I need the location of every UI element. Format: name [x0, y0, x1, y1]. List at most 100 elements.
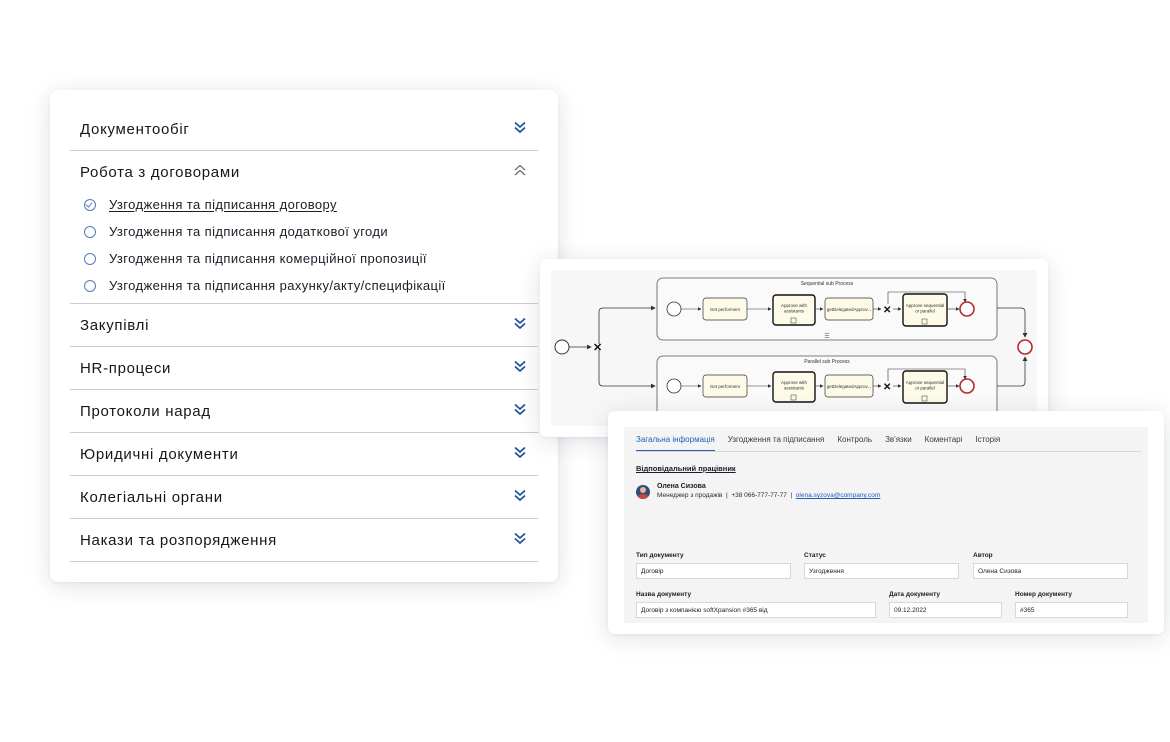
document-details-card: Загальна інформація Узгодження та підписа… [608, 411, 1164, 634]
accordion-header[interactable]: Протоколи нарад [70, 390, 538, 432]
person-email-link[interactable]: olena.syzova@company.com [795, 492, 881, 499]
accordion-header[interactable]: Робота з договорами [70, 151, 538, 193]
document-tabs: Загальна інформація Узгодження та підписа… [636, 435, 1141, 452]
start-event[interactable] [554, 339, 570, 355]
separator: | [790, 492, 793, 499]
person-contacts: Менеджер з продажів | +38 066-777-77-77 … [657, 492, 880, 499]
accordion-header[interactable]: Закупівлі [70, 304, 538, 346]
bpmn-task-label: getDelegatedApprov... [827, 307, 871, 312]
chevron-down-icon[interactable] [512, 487, 528, 508]
svg-text:☰: ☰ [824, 333, 829, 340]
document-tab[interactable]: Загальна інформація [636, 435, 715, 451]
person-name: Олена Сизова [657, 483, 706, 490]
accordion-item: Закупівлі [70, 304, 538, 347]
doc-type-label: Тип документу [636, 552, 684, 559]
doc-date-label: Дата документу [889, 591, 941, 598]
doc-number-field: Номер документу #365 [1015, 591, 1128, 618]
accordion-title: Юридичні документи [80, 445, 239, 463]
accordion-item: HR-процеси [70, 347, 538, 390]
accordion-item: Юридичні документи [70, 433, 538, 476]
doc-number-label: Номер документу [1015, 591, 1072, 598]
subprocess-label: Sequential sub Process [801, 281, 854, 287]
author-field: Автор Олена Сизова [973, 552, 1128, 579]
doc-date-input[interactable]: 09.12.2022 [889, 602, 1002, 618]
parallel-gateway[interactable]: ✕ [593, 342, 602, 354]
accordion-header[interactable]: Колегіальні органи [70, 476, 538, 518]
avatar[interactable] [636, 485, 650, 499]
accordion-item: Документообіг [70, 108, 538, 151]
accordion-header[interactable]: Юридичні документи [70, 433, 538, 475]
check-circle-icon[interactable] [84, 198, 96, 211]
subprocess-parallel[interactable]: Parallel sub Process Get performers Appr… [656, 355, 998, 419]
status-label: Статус [804, 552, 826, 559]
accordion-title: Закупівлі [80, 316, 150, 334]
radio-icon[interactable] [84, 279, 96, 292]
process-option[interactable]: Узгодження та підписання додаткової угод… [84, 218, 528, 245]
doc-type-input[interactable]: Договір [636, 563, 791, 579]
document-details-panel: Загальна інформація Узгодження та підписа… [624, 427, 1148, 623]
responsible-person: Олена Сизова Менеджер з продажів | +38 0… [636, 483, 880, 499]
radio-icon[interactable] [84, 225, 96, 238]
process-option-label: Узгодження та підписання комерційної про… [109, 251, 427, 266]
bpmn-canvas[interactable]: ✕ Sequential sub Process Get performers … [551, 270, 1037, 426]
accordion-header[interactable]: Накази та розпорядження [70, 519, 538, 561]
doc-name-input[interactable]: Договір з компанією softXpansion #365 ві… [636, 602, 876, 618]
accordion-item: Колегіальні органи [70, 476, 538, 519]
process-option-label: Узгодження та підписання додаткової угод… [109, 224, 389, 239]
chevron-down-icon[interactable] [512, 401, 528, 422]
accordion-title: Робота з договорами [80, 163, 240, 181]
document-tab[interactable]: Зв'язки [885, 435, 912, 444]
subprocess-sequential[interactable]: Sequential sub Process Get performers Ap… [656, 277, 998, 341]
chevron-down-icon[interactable] [512, 530, 528, 551]
document-tab[interactable]: Контроль [837, 435, 873, 444]
bpmn-task-label: getDelegatedApprov... [827, 384, 871, 389]
accordion-title: HR-процеси [80, 359, 172, 377]
process-option-label: Узгодження та підписання рахунку/акту/сп… [109, 278, 446, 293]
responsible-employee-title: Відповідальний працівник [636, 464, 736, 473]
document-tab[interactable]: Коментарі [924, 435, 963, 444]
accordion-title: Накази та розпорядження [80, 531, 277, 549]
process-option[interactable]: Узгодження та підписання договору [84, 191, 528, 218]
accordion-item: Протоколи нарад [70, 390, 538, 433]
svg-text:✕: ✕ [883, 382, 891, 393]
accordion-header[interactable]: HR-процеси [70, 347, 538, 389]
document-tab[interactable]: Узгодження та підписання [727, 435, 825, 444]
separator: | [726, 492, 728, 499]
status-field: Статус Узгодження [804, 552, 959, 579]
subprocess-label: Parallel sub Process [804, 359, 850, 365]
process-option[interactable]: Узгодження та підписання комерційної про… [84, 245, 528, 272]
bpmn-task-label: Get performers [710, 307, 741, 312]
chevron-down-icon[interactable] [512, 444, 528, 465]
accordion-title: Колегіальні органи [80, 488, 223, 506]
author-label: Автор [973, 552, 993, 559]
process-option[interactable]: Узгодження та підписання рахунку/акту/сп… [84, 272, 528, 299]
chevron-down-icon[interactable] [512, 315, 528, 336]
accordion-title: Протоколи нарад [80, 402, 211, 420]
bpmn-task-label: Get performers [710, 384, 741, 389]
document-tab[interactable]: Історія [975, 435, 1001, 444]
accordion-title: Документообіг [80, 120, 190, 138]
doc-type-field: Тип документу Договір [636, 552, 791, 579]
end-event[interactable] [1017, 339, 1033, 355]
radio-icon[interactable] [84, 252, 96, 265]
accordion-header[interactable]: Документообіг [70, 108, 538, 150]
doc-name-field: Назва документу Договір з компанією soft… [636, 591, 876, 618]
person-phone: +38 066-777-77-77 [731, 492, 787, 499]
author-input[interactable]: Олена Сизова [973, 563, 1128, 579]
svg-text:✕: ✕ [883, 305, 891, 316]
status-input[interactable]: Узгодження [804, 563, 959, 579]
bpmn-diagram-card: ✕ Sequential sub Process Get performers … [540, 259, 1048, 437]
chevron-down-icon[interactable] [512, 119, 528, 140]
bpmn-diagram: ✕ Sequential sub Process Get performers … [554, 277, 1033, 419]
chevron-down-icon[interactable] [512, 358, 528, 379]
process-option-label: Узгодження та підписання договору [109, 197, 337, 212]
doc-number-input[interactable]: #365 [1015, 602, 1128, 618]
chevron-up-icon[interactable] [512, 162, 528, 183]
